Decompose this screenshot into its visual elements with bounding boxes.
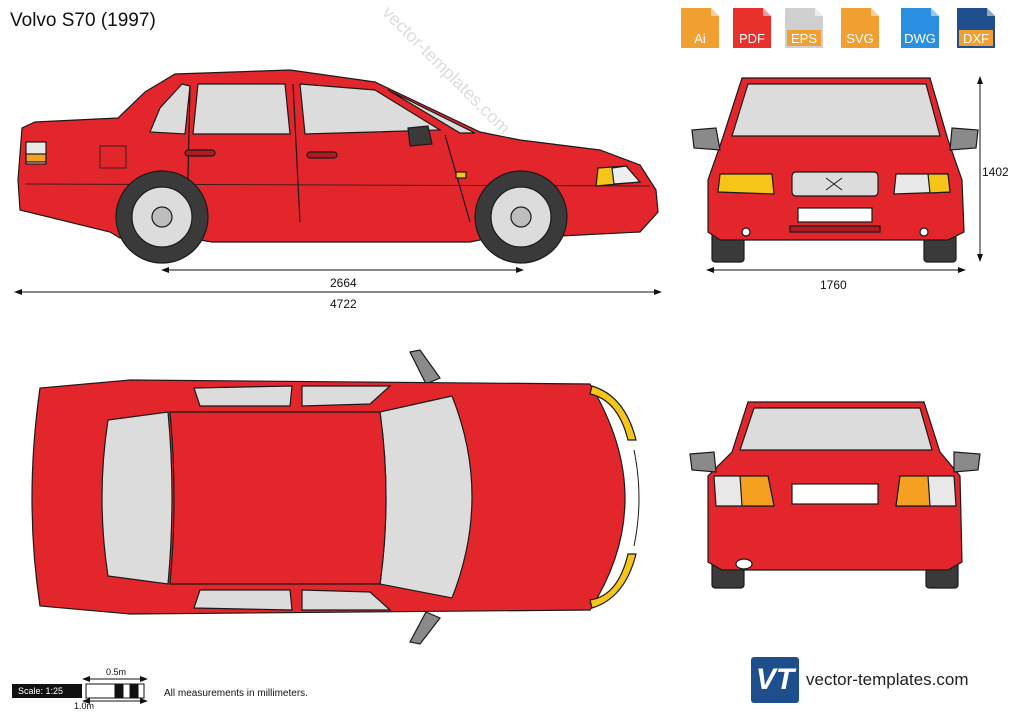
- length-label: 4722: [330, 297, 357, 311]
- format-label: PDF: [739, 31, 765, 46]
- front-view: [691, 77, 979, 263]
- brand-link[interactable]: vector-templates.com: [806, 670, 969, 689]
- wheelbase-label: 2664: [330, 276, 357, 290]
- format-label: EPS: [790, 31, 817, 46]
- top-view: [31, 349, 640, 645]
- measurement-note: All measurements in millimeters.: [164, 688, 308, 699]
- watermark-text: vector-templates.com: [378, 2, 515, 139]
- height-label: 1402: [982, 165, 1009, 179]
- scale-bar: [82, 676, 148, 704]
- dxf-format-icon[interactable]: DXF: [953, 6, 999, 50]
- pdf-format-icon[interactable]: PDF: [729, 6, 775, 50]
- format-label: Ai: [694, 31, 706, 46]
- svg-format-icon[interactable]: SVG: [837, 6, 883, 50]
- scale-half-meter: 0.5m: [106, 667, 127, 677]
- eps-format-icon[interactable]: EPS: [781, 6, 827, 50]
- vt-logo[interactable]: VT: [751, 657, 799, 703]
- rear-view: [689, 401, 981, 589]
- page-title: Volvo S70 (1997): [10, 10, 156, 31]
- scale-one-meter: 1.0m: [74, 701, 95, 711]
- format-label: SVG: [846, 31, 874, 46]
- dwg-format-icon[interactable]: DWG: [897, 6, 943, 50]
- width-label: 1760: [820, 278, 847, 292]
- format-label: DXF: [963, 31, 989, 46]
- format-label: DWG: [904, 31, 936, 46]
- scale-label: Scale: 1:25: [12, 684, 82, 698]
- ai-format-icon[interactable]: Ai: [677, 6, 723, 50]
- side-view: [17, 69, 659, 264]
